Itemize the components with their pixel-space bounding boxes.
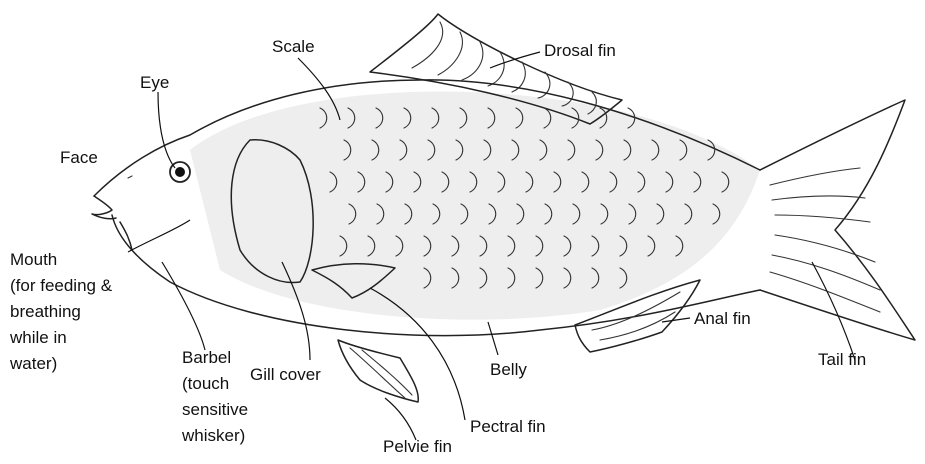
tail-fin — [760, 100, 915, 340]
label-scale: Scale — [272, 37, 315, 56]
label-belly: Belly — [490, 360, 527, 379]
nostril — [128, 176, 132, 178]
label-barbel: Barbel (touch sensitive whisker) — [181, 348, 253, 445]
label-anal-fin: Anal fin — [694, 309, 751, 328]
label-pectral-fin: Pectral fin — [470, 417, 546, 436]
label-drosal-fin: Drosal fin — [544, 41, 616, 60]
pelvic-fin — [338, 340, 418, 402]
label-tail-fin: Tail fin — [818, 350, 866, 369]
label-face: Face — [60, 148, 98, 167]
label-mouth: Mouth (for feeding & breathing while in … — [9, 250, 117, 373]
label-pelvic-fin: Pelvie fin — [383, 437, 452, 456]
body-shading — [190, 92, 760, 320]
label-eye: Eye — [140, 73, 169, 92]
label-gill-cover: Gill cover — [250, 365, 321, 384]
